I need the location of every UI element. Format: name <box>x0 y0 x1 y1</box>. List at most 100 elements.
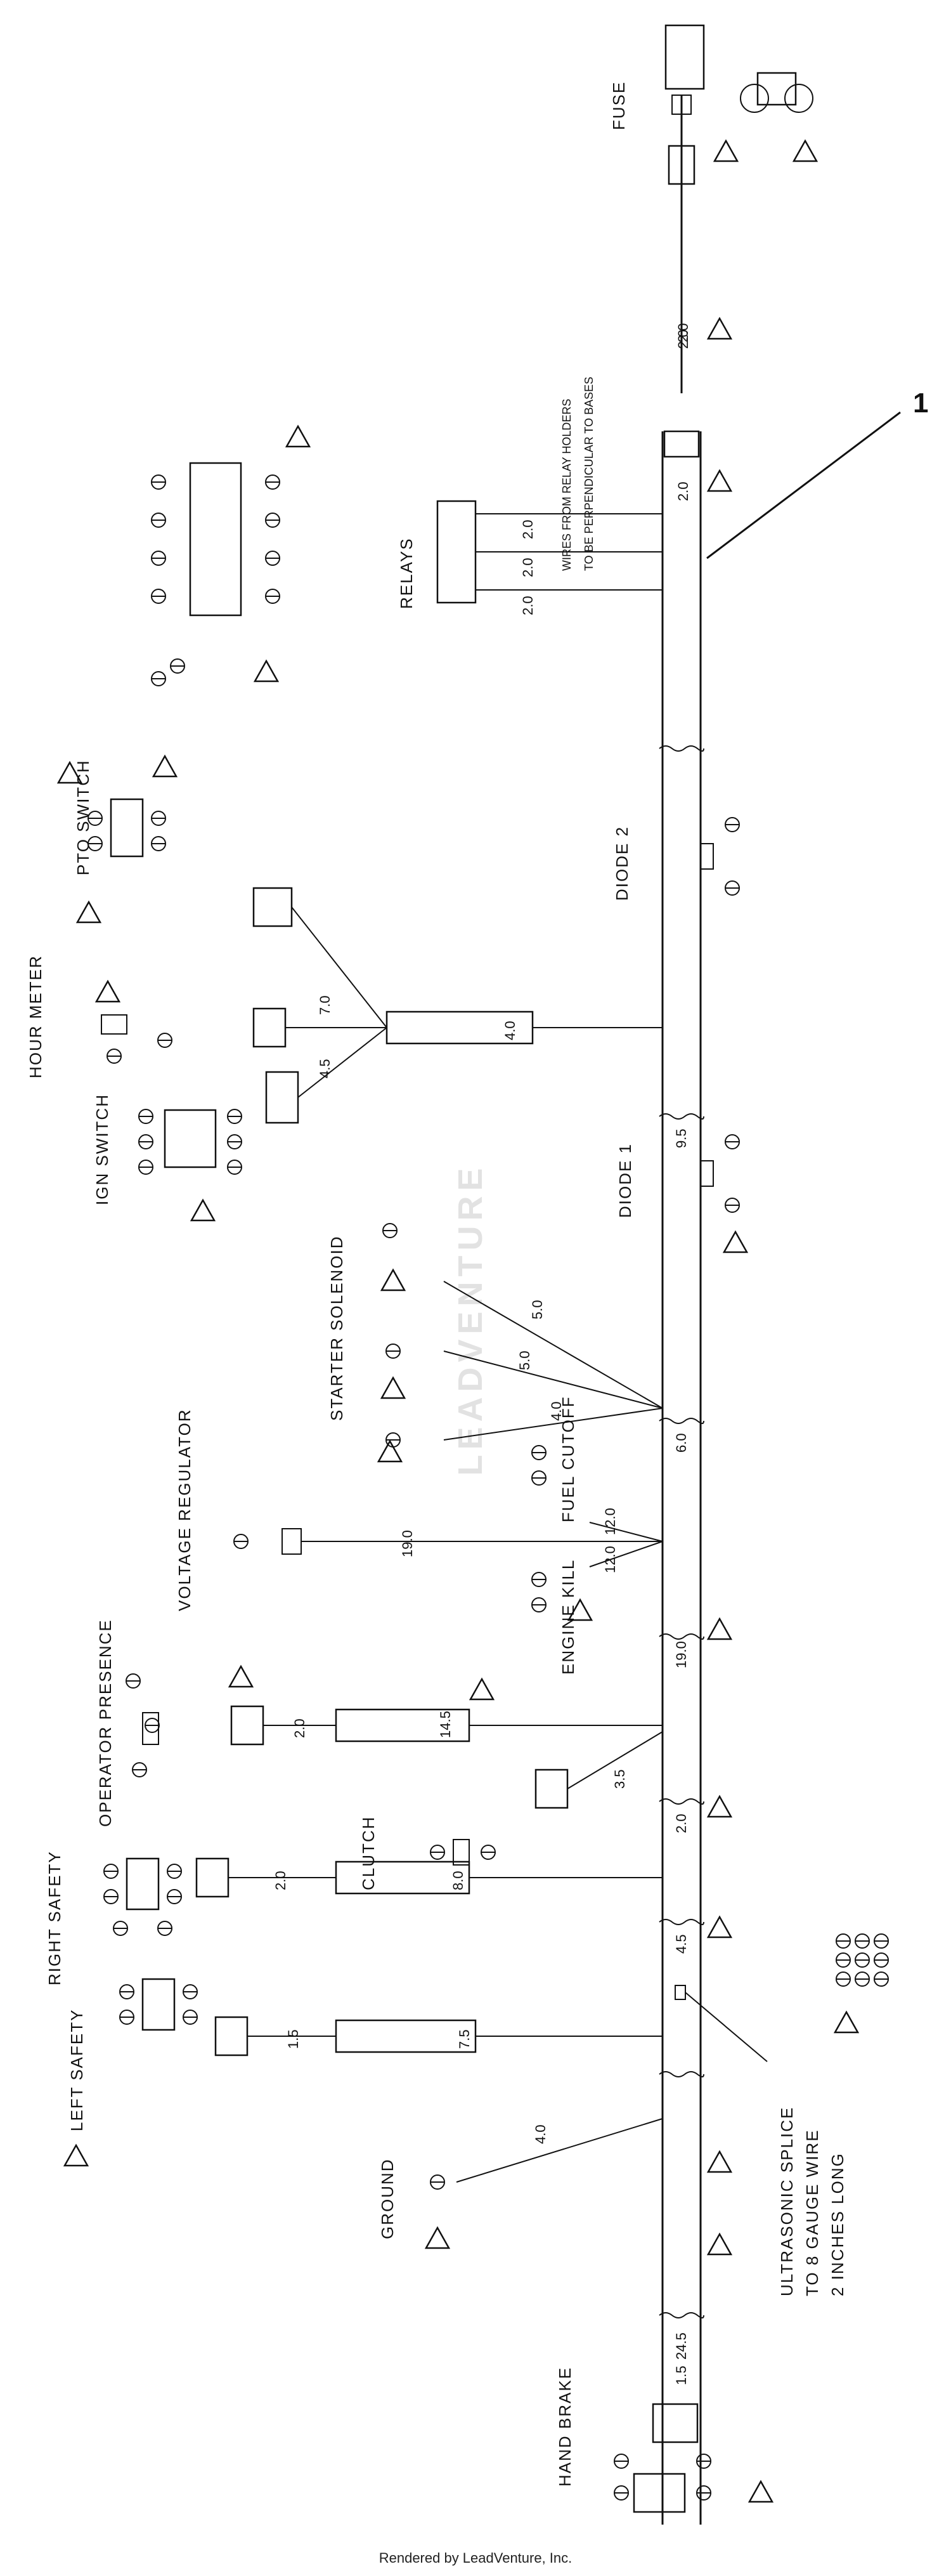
hour-meter-label: HOUR METER <box>26 955 45 1078</box>
ign-switch-label: IGN SWITCH <box>93 1094 112 1205</box>
triangle-warning-icon <box>707 1618 732 1640</box>
ground-label: GROUND <box>378 2158 397 2239</box>
right-safety-label: RIGHT SAFETY <box>45 1850 64 1985</box>
triangle-warning-icon <box>707 317 732 340</box>
left-safety-group: LEFT SAFETY 1.5 7.5 <box>63 1978 663 2167</box>
pto-switch-group: PTO SWITCH <box>57 755 178 924</box>
triangle-warning-icon <box>707 1795 732 1818</box>
triangle-warning-icon <box>834 2011 859 2034</box>
triangle-warning-icon <box>707 1916 732 1939</box>
triangle-warning-icon <box>380 1376 406 1399</box>
meas-ls-branch: 7.5 <box>456 2029 472 2049</box>
meas-op-lead: 2.0 <box>292 1718 307 1738</box>
meas-rs-branch: 8.0 <box>450 1871 466 1890</box>
engine-kill-label: ENGINE KILL <box>559 1559 578 1675</box>
watermark: LEADVENTURE <box>451 1163 489 1475</box>
hour-meter-group: HOUR METER 4.0 7.0 4.5 <box>26 887 663 1124</box>
triangle-warning-icon <box>425 2226 450 2249</box>
footer-credit: Rendered by LeadVenture, Inc. <box>378 2550 573 2566</box>
triangle-warning-icon <box>63 2144 89 2167</box>
triangle-warning-icon <box>380 1269 406 1291</box>
left-safety-label: LEFT SAFETY <box>67 2009 86 2131</box>
ign-switch-group: IGN SWITCH <box>93 1094 242 1222</box>
voltage-regulator-group: VOLTAGE REGULATOR 19.0 <box>175 1408 663 1611</box>
triangle-warning-icon <box>707 2233 732 2256</box>
relays-label: RELAYS <box>397 537 416 609</box>
triangle-warning-icon <box>285 425 311 448</box>
meas-vreg: 19.0 <box>399 1530 415 1557</box>
voltage-regulator-label: VOLTAGE REGULATOR <box>175 1408 194 1611</box>
meas-seg-245: 24.5 <box>673 2332 689 2360</box>
meas-op-branch: 14.5 <box>437 1711 453 1738</box>
triangle-warning-icon <box>76 901 101 924</box>
splice-group: ULTRASONIC SPLICE TO 8 GAUGE WIRE 2 INCH… <box>675 1933 889 2296</box>
meas-sol-b: 5.0 <box>517 1350 533 1370</box>
splice-label-3: 2 INCHES LONG <box>828 2152 847 2296</box>
meas-seg-20: 2.0 <box>673 1814 689 1833</box>
relay-pins <box>151 474 280 686</box>
relays-group: RELAYS WIRES FROM RELAY HOLDERS TO BE PE… <box>151 377 663 686</box>
operator-presence-label: OPERATOR PRESENCE <box>96 1619 115 1827</box>
triangle-warning-icon <box>254 660 279 683</box>
fuse-group: FUSE 2.0 <box>609 24 818 349</box>
fuel-cutoff-group: FUEL CUTOFF ENGINE KILL 12.0 12.0 <box>531 1396 663 1675</box>
triangle-warning-icon <box>152 755 178 778</box>
meas-seg-45: 4.5 <box>673 1934 689 1954</box>
fuse-label: FUSE <box>609 81 628 130</box>
meas-main-top: 2.0 <box>675 323 691 343</box>
meas-sol-c: 4.0 <box>548 1401 564 1421</box>
meas-hour-b: 4.5 <box>317 1059 333 1078</box>
callout-number: 1 <box>913 388 928 419</box>
splice-pin-array <box>836 1933 889 1987</box>
starter-solenoid-label: STARTER SOLENOID <box>327 1235 346 1421</box>
fuel-cutoff-label: FUEL CUTOFF <box>559 1396 578 1522</box>
meas-hb-lead: 1.5 <box>673 2365 689 2385</box>
meas-fuse: 2.0 <box>675 329 691 349</box>
meas-fuel-a: 12.0 <box>602 1508 618 1535</box>
meas-relay-b: 2.0 <box>520 558 536 577</box>
meas-seg-190: 19.0 <box>673 1641 689 1668</box>
meas-relay-c: 2.0 <box>520 596 536 615</box>
callout-leader <box>706 411 901 559</box>
right-safety-group: RIGHT SAFETY 2.0 8.0 <box>45 1850 663 1985</box>
meas-ls-lead: 1.5 <box>285 2029 301 2049</box>
pto-switch-label: PTO SWITCH <box>74 759 93 875</box>
triangle-warning-icon <box>707 469 732 492</box>
diode-2-group: DIODE 2 <box>612 817 740 901</box>
ground-group: GROUND 4.0 <box>378 2118 663 2249</box>
splice-label-2: TO 8 GAUGE WIRE <box>803 2129 822 2296</box>
meas-seg-60: 6.0 <box>673 1433 689 1453</box>
diode-2-label: DIODE 2 <box>612 826 631 901</box>
meas-sol-a: 5.0 <box>529 1300 545 1319</box>
triangle-warning-icon <box>707 2150 732 2173</box>
meas-rs-lead: 2.0 <box>273 1871 288 1890</box>
starter-solenoid-group: STARTER SOLENOID 5.0 5.0 4.0 <box>327 1223 663 1463</box>
operator-presence-group: OPERATOR PRESENCE 2.0 14.5 <box>96 1619 663 1827</box>
meas-main-top2: 2.0 <box>675 481 691 501</box>
meas-hour-branch: 4.0 <box>502 1021 518 1040</box>
hand-brake-group: HAND BRAKE 1.5 <box>555 2365 773 2513</box>
triangle-warning-icon <box>469 1678 495 1701</box>
main-trunk <box>659 95 704 2525</box>
relay-note-1: WIRES FROM RELAY HOLDERS <box>560 399 573 571</box>
meas-hour-a: 7.0 <box>317 995 333 1015</box>
meas-clutch-lead: 3.5 <box>612 1769 628 1789</box>
triangle-warning-icon <box>792 140 818 162</box>
triangle-warning-icon <box>95 980 120 1003</box>
clutch-label: CLUTCH <box>359 1816 378 1890</box>
splice-label-1: ULTRASONIC SPLICE <box>777 2107 796 2296</box>
diode-1-label: DIODE 1 <box>616 1143 635 1218</box>
triangle-warning-icon <box>190 1199 216 1222</box>
diode-1-group: DIODE 1 <box>616 1134 748 1253</box>
meas-relay-a: 2.0 <box>520 520 536 539</box>
triangle-warning-icon <box>748 2480 773 2503</box>
meas-ground-lead: 4.0 <box>533 2124 548 2144</box>
meas-seg-95: 9.5 <box>673 1128 689 1148</box>
triangle-warning-icon <box>228 1665 254 1688</box>
meas-fuel-b: 12.0 <box>602 1546 618 1573</box>
triangle-warning-icon <box>723 1231 748 1253</box>
triangle-warning-icon <box>713 140 739 162</box>
relay-note-2: TO BE PERPENDICULAR TO BASES <box>583 377 595 571</box>
clutch-group: CLUTCH 3.5 <box>359 1731 663 1890</box>
